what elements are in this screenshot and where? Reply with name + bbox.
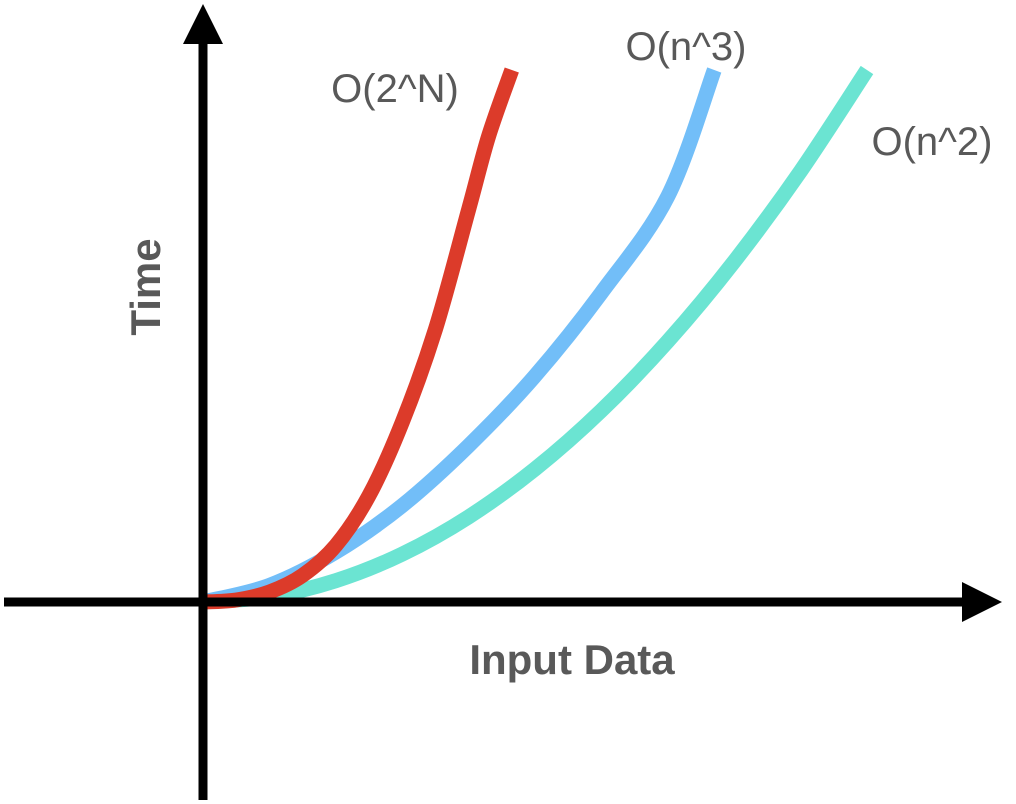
x-axis-arrow [962, 582, 1002, 622]
series-label-o-2-n: O(2^N) [331, 67, 459, 111]
curves-group [201, 65, 874, 610]
series-label-o-n-3: O(n^3) [625, 25, 746, 69]
x-axis-label: Input Data [469, 636, 675, 683]
series-line-o-n-2 [202, 65, 874, 610]
series-label-o-n-2: O(n^2) [871, 120, 992, 164]
y-axis-arrow [183, 4, 223, 44]
y-axis-label: Time [122, 238, 169, 335]
series-line-o-2-n [202, 67, 519, 610]
